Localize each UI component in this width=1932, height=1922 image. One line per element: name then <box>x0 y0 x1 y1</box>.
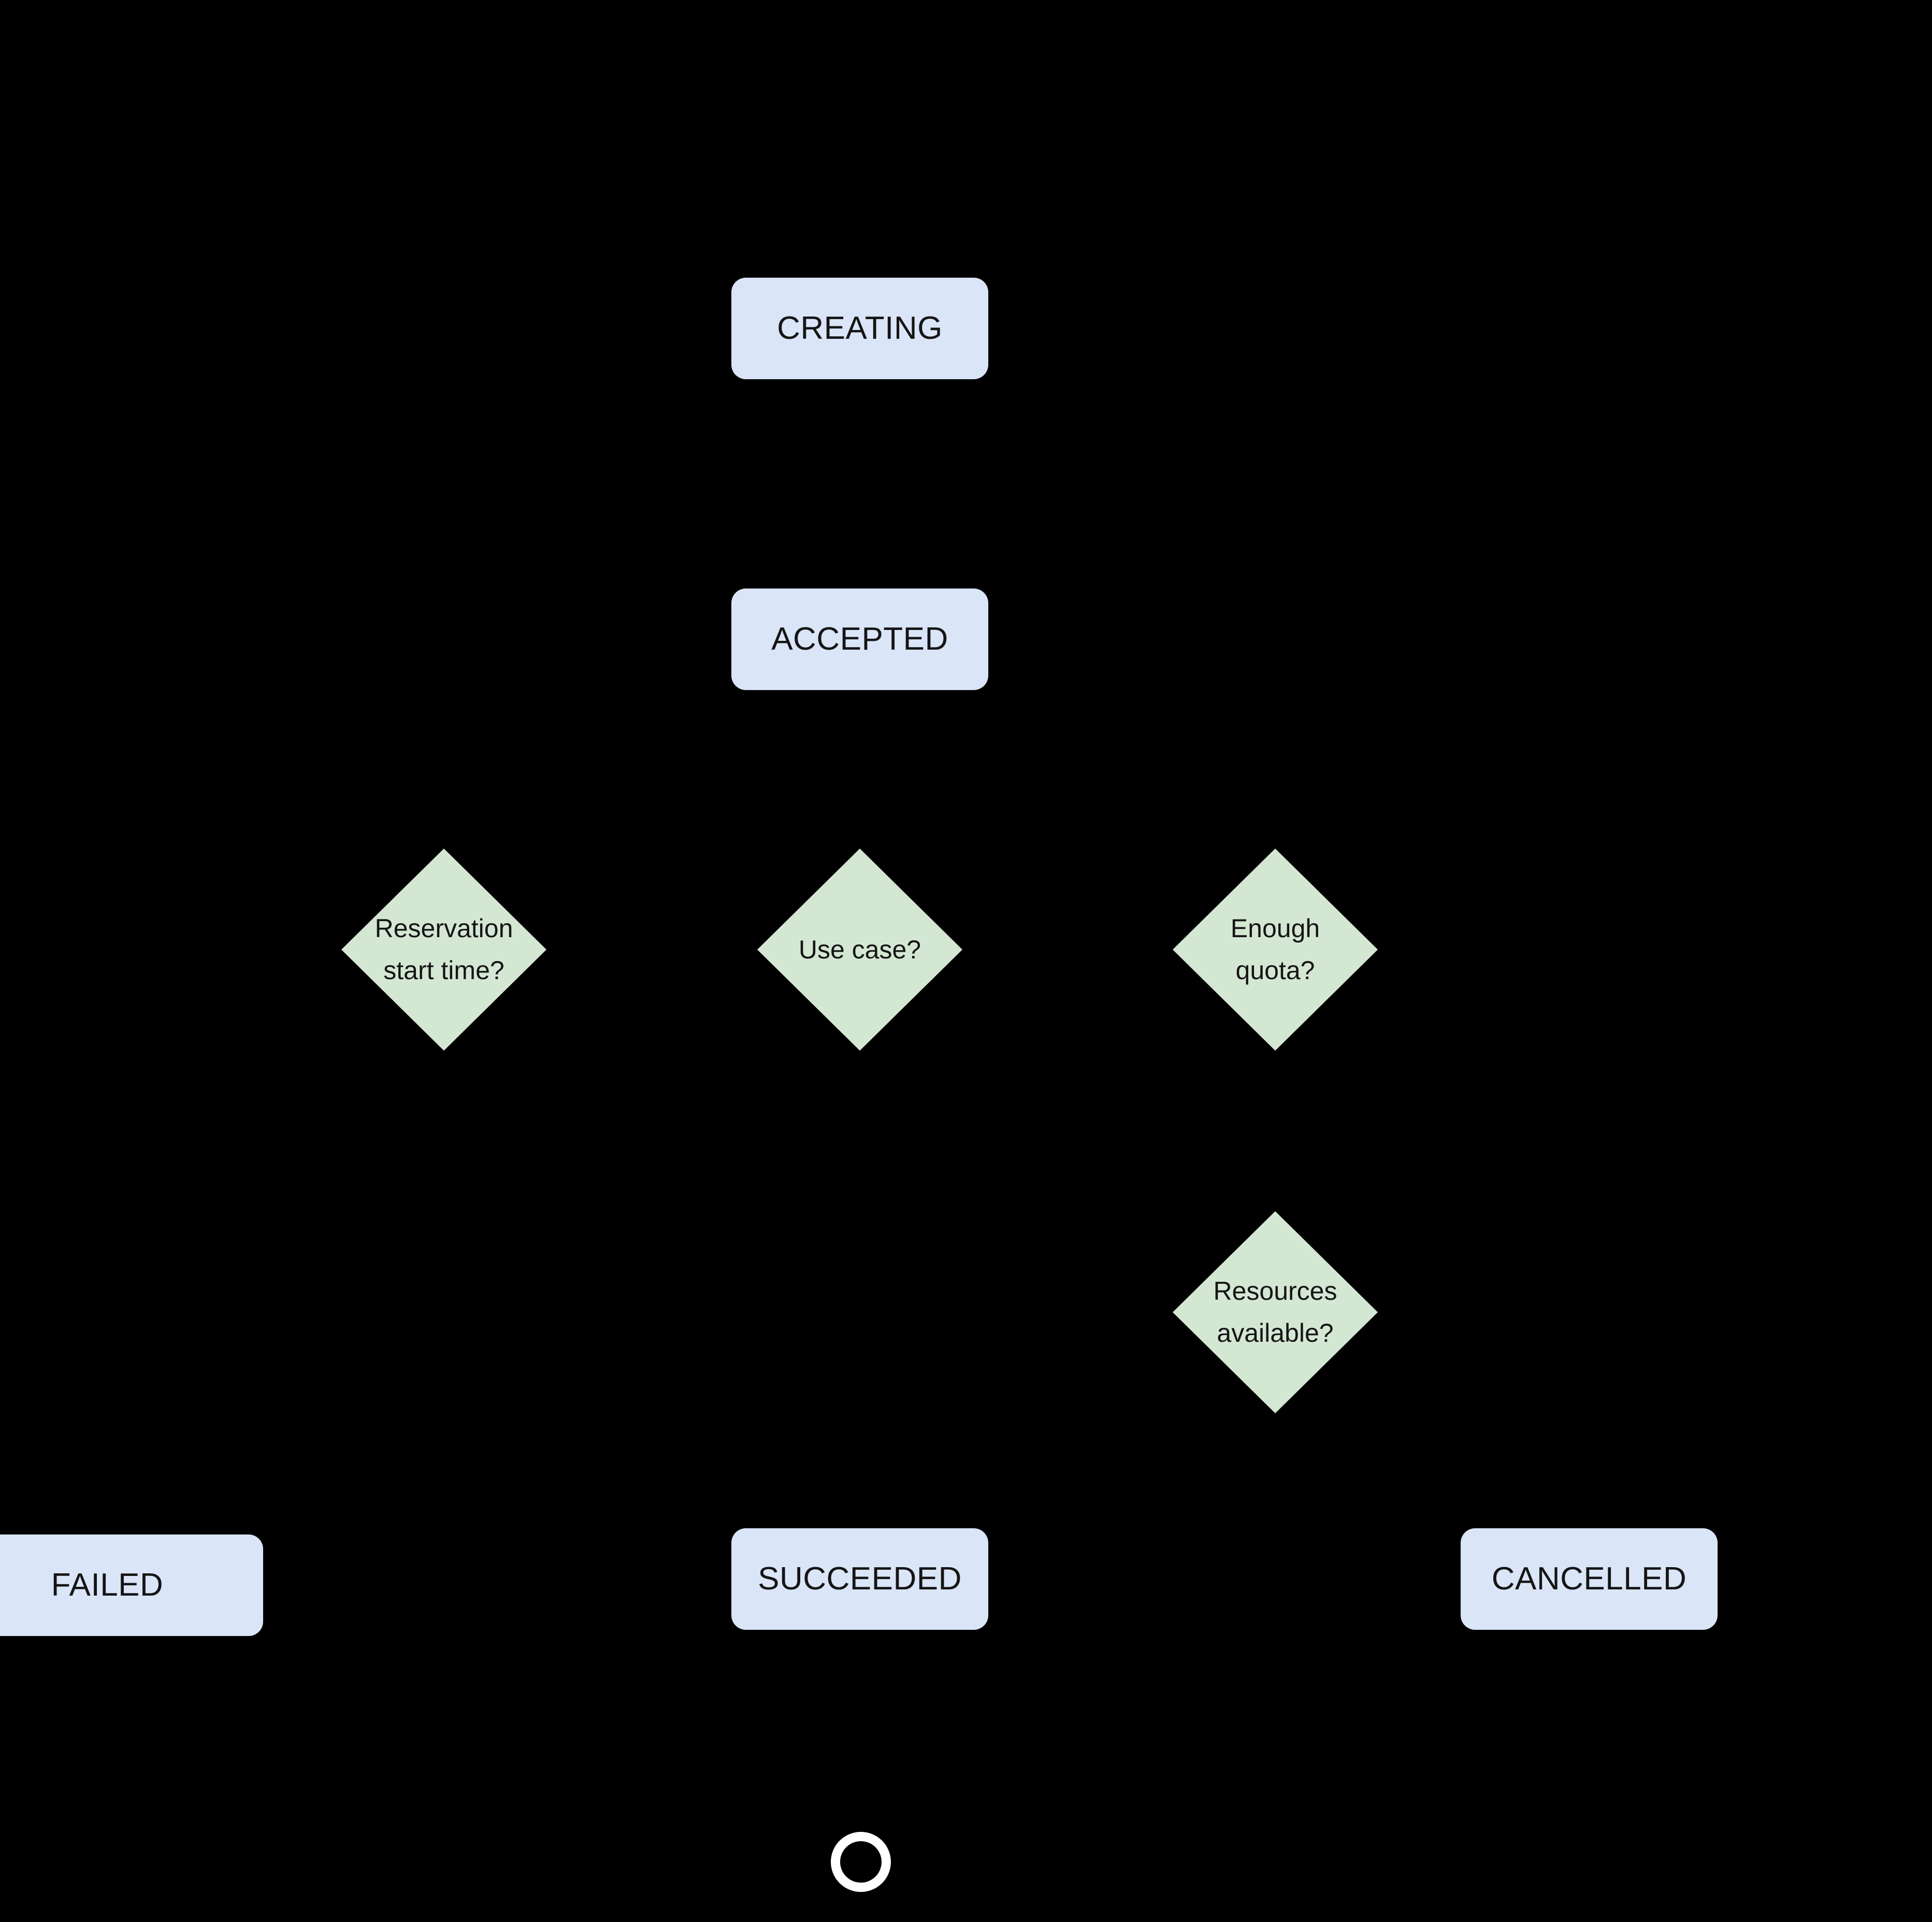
state-node-cancelled[interactable]: CANCELLED <box>1461 1528 1718 1630</box>
arrowhead-failed <box>97 1514 118 1534</box>
state-node-creating[interactable]: CREATING <box>731 278 988 379</box>
arrowhead-accepted <box>849 568 870 589</box>
diamond-shape-icon <box>1173 1211 1378 1413</box>
end-node-circle-icon[interactable] <box>831 1832 891 1892</box>
edge-resources-available-to-cancelled <box>1273 1413 1591 1528</box>
arrowhead-use-case <box>849 828 870 849</box>
decision-node-use-case[interactable]: Use case? <box>757 849 962 1051</box>
arrowhead-end <box>849 1811 870 1832</box>
edge-accepted-to-enough-quota <box>858 690 1277 849</box>
arrowhead-succeeded <box>849 1508 870 1528</box>
edge-reservation-start-time-to-failed <box>105 1051 446 1534</box>
state-label-accepted: ACCEPTED <box>771 621 948 657</box>
state-label-succeeded: SUCCEEDED <box>758 1561 962 1597</box>
arrowhead-cancelled <box>1579 1508 1599 1528</box>
decision-node-reservation-start-time[interactable]: Reservation start time? <box>341 849 546 1051</box>
arrowhead-enough-quota <box>1265 828 1286 849</box>
state-node-accepted[interactable]: ACCEPTED <box>731 589 988 690</box>
edge-accepted-to-reservation-start-time <box>442 690 862 849</box>
diamond-shape-icon <box>757 849 962 1051</box>
state-node-failed[interactable]: FAILED <box>0 1534 263 1636</box>
diamond-shape-icon <box>341 849 546 1051</box>
arrowhead-reservation-start-time <box>434 828 454 849</box>
state-label-failed: FAILED <box>51 1567 164 1603</box>
arrowhead-resources-available <box>1265 1191 1286 1211</box>
decision-node-enough-quota[interactable]: Enough quota? <box>1173 849 1378 1051</box>
state-label-creating: CREATING <box>777 310 943 347</box>
state-label-cancelled: CANCELLED <box>1491 1561 1687 1597</box>
decision-node-resources-available[interactable]: Resources available? <box>1173 1211 1378 1413</box>
state-node-succeeded[interactable]: SUCCEEDED <box>731 1528 988 1630</box>
diamond-shape-icon <box>1173 849 1378 1051</box>
